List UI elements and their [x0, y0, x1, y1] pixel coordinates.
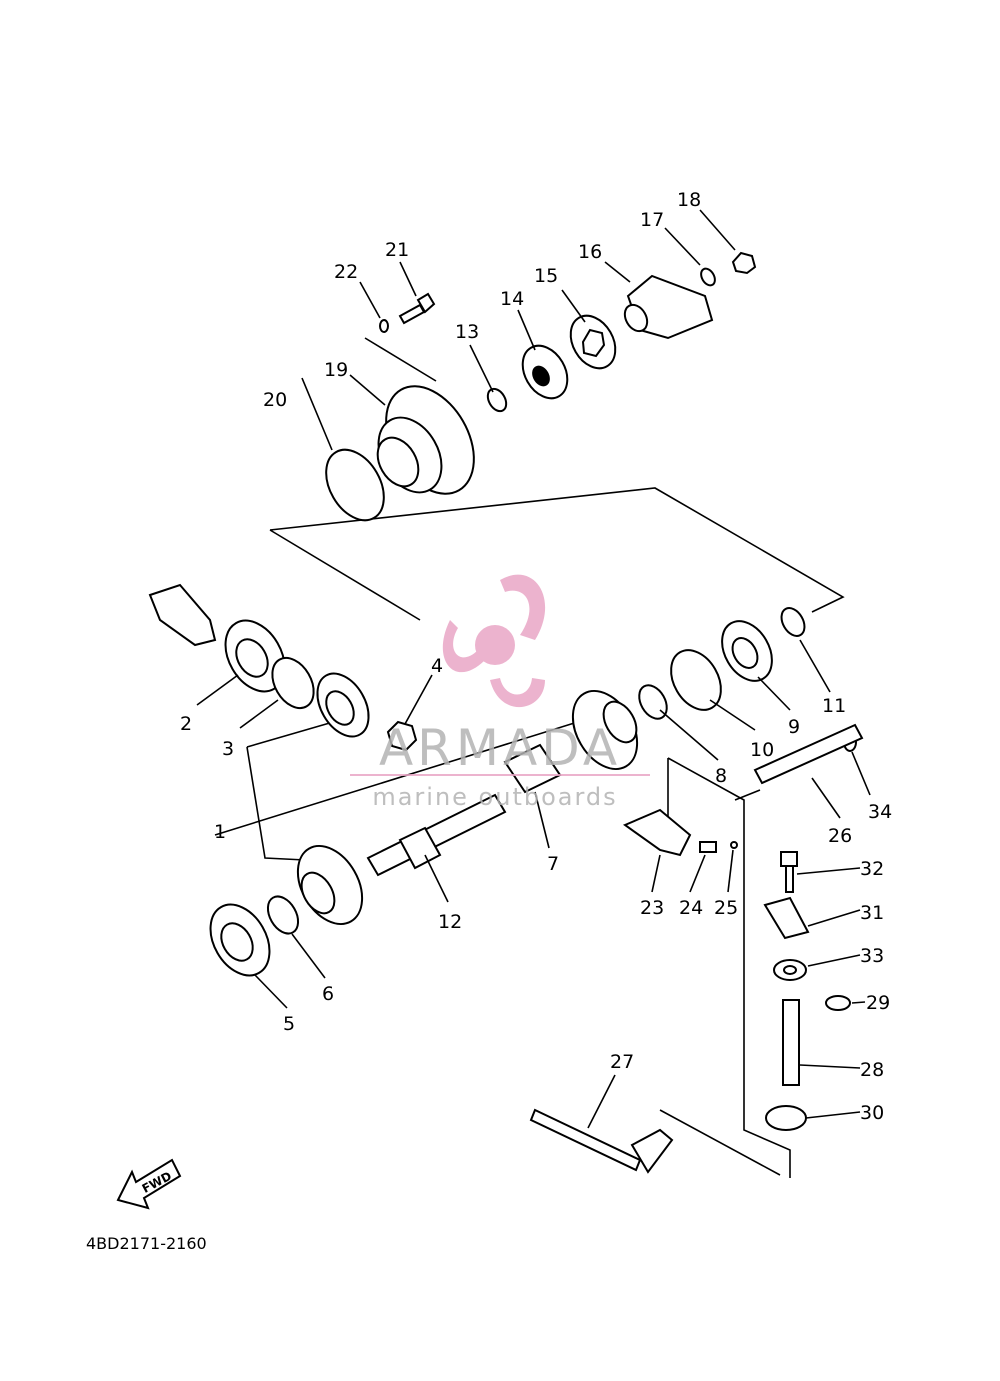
- part-12-propeller-shaft: [366, 793, 507, 877]
- callout-10: 10: [750, 739, 774, 761]
- part-3-shim: [271, 656, 315, 710]
- part-32-bolt: [780, 851, 798, 893]
- callout-2: 2: [180, 713, 192, 735]
- forward-gear: [571, 690, 639, 770]
- callout-8: 8: [715, 765, 727, 787]
- reverse-gear: [296, 845, 364, 925]
- fwd-direction-arrow: FWD: [116, 1158, 182, 1210]
- part-18-nut: [731, 251, 757, 275]
- part-13-washer: [486, 387, 508, 413]
- callout-29: 29: [866, 992, 890, 1014]
- part-5-bearing: [209, 903, 271, 977]
- callout-25: 25: [714, 897, 738, 919]
- callout-23: 23: [640, 897, 664, 919]
- part-27-shift-rod: [529, 1108, 674, 1174]
- part-2-bearing: [224, 619, 286, 693]
- callout-28: 28: [860, 1059, 884, 1081]
- propeller-logo: [442, 574, 546, 708]
- callout-14: 14: [500, 288, 524, 310]
- part-17-washer: [700, 267, 716, 287]
- watermark-tagline: marine outboards: [372, 783, 617, 811]
- part-30-lever: [765, 1105, 807, 1131]
- part-26-shift-rod: [753, 723, 864, 785]
- part-25-ball: [730, 841, 738, 849]
- callout-7: 7: [547, 853, 559, 875]
- callout-34: 34: [868, 801, 892, 823]
- part-22-washer: [379, 319, 389, 333]
- callout-12: 12: [438, 911, 462, 933]
- callout-33: 33: [860, 945, 884, 967]
- callout-17: 17: [640, 209, 664, 231]
- part-8-shim: [638, 684, 668, 720]
- callout-24: 24: [679, 897, 703, 919]
- callout-6: 6: [322, 983, 334, 1005]
- callout-20: 20: [263, 389, 287, 411]
- callout-26: 26: [828, 825, 852, 847]
- callout-32: 32: [860, 858, 884, 880]
- part-19-housing-cover: [376, 385, 475, 495]
- part-6-shim: [266, 895, 300, 935]
- part-33-bushing: [773, 959, 807, 981]
- part-15-seal: [569, 314, 617, 370]
- callout-30: 30: [860, 1102, 884, 1124]
- part-31-lever: [763, 896, 810, 940]
- drawing-code: 4BD2171-2160: [86, 1234, 207, 1253]
- part-10-bearing-race: [670, 649, 722, 711]
- part-28-shift-shaft: [782, 999, 800, 1086]
- callout-3: 3: [222, 738, 234, 760]
- part-14-bearing: [521, 344, 569, 400]
- callout-19: 19: [324, 359, 348, 381]
- callout-15: 15: [534, 265, 558, 287]
- part-29-circlip: [825, 995, 851, 1011]
- callout-labels: 1 2 3 4 5 6 7 8 9 10 11 12 13 14 15 16 1…: [180, 189, 892, 1124]
- part-4-nut: [386, 720, 418, 752]
- leader-lines: [196, 209, 871, 1129]
- part-16-shift-fork: [623, 274, 714, 340]
- callout-18: 18: [677, 189, 701, 211]
- armada-watermark: ARMADA marine outboards: [350, 574, 650, 811]
- callout-16: 16: [578, 241, 602, 263]
- callout-9: 9: [788, 716, 800, 738]
- callout-1: 1: [214, 821, 226, 843]
- watermark-brand: ARMADA: [379, 719, 621, 777]
- callout-11: 11: [822, 695, 846, 717]
- part-9-bearing: [721, 620, 773, 682]
- callout-4: 4: [431, 655, 443, 677]
- callout-31: 31: [860, 902, 884, 924]
- callout-13: 13: [455, 321, 479, 343]
- callout-5: 5: [283, 1013, 295, 1035]
- part-1-pinion-gear: [316, 672, 370, 738]
- callout-21: 21: [385, 239, 409, 261]
- drive-shaft-stub: [148, 583, 217, 647]
- callout-27: 27: [610, 1051, 634, 1073]
- part-20-o-ring: [325, 448, 385, 522]
- part-21-bolt: [398, 292, 436, 325]
- part-24-spring: [699, 841, 717, 853]
- callout-22: 22: [334, 261, 358, 283]
- part-11-retaining-clip: [780, 607, 806, 637]
- part-23-shift-cam: [622, 808, 692, 857]
